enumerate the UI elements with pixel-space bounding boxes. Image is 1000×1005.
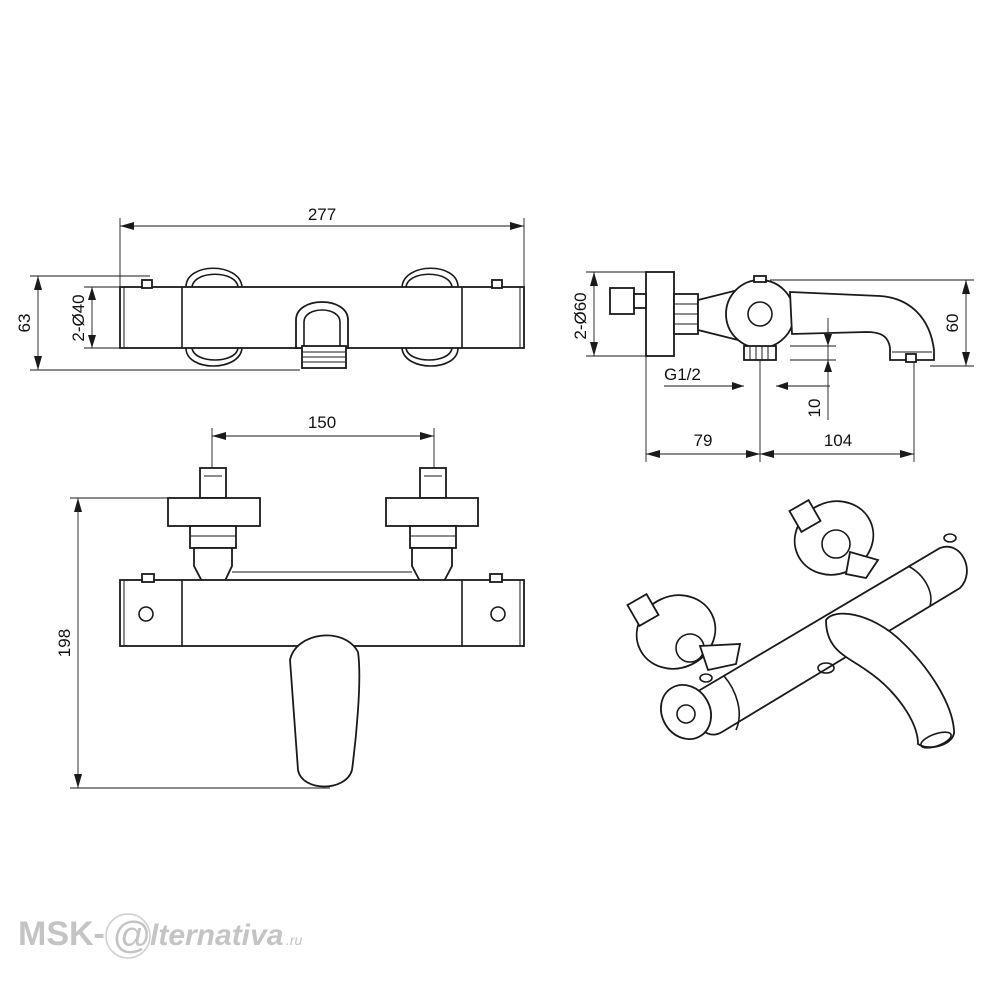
dim-g1-2: G1/2: [664, 365, 701, 384]
dim-104: 104: [824, 431, 852, 450]
dim-198: 198: [55, 629, 74, 657]
dim-150: 150: [308, 413, 336, 432]
watermark: MSK- @ lternativa .ru: [18, 913, 303, 959]
watermark-suffix: lternativa: [150, 919, 283, 952]
watermark-tld: .ru: [286, 932, 303, 948]
top-view: 277 63 2-Ø40: [15, 205, 525, 371]
side-view: 2-Ø60 60 G1/2: [571, 271, 974, 462]
watermark-ring-icon: [105, 913, 151, 959]
watermark-prefix: MSK-: [18, 915, 105, 953]
dim-63: 63: [15, 314, 34, 333]
dim-2-d60: 2-Ø60: [571, 292, 590, 339]
front-view: 150 198: [55, 413, 525, 789]
watermark-at: @: [112, 915, 151, 957]
dim-10: 10: [805, 399, 824, 418]
dim-2-d40: 2-Ø40: [69, 294, 88, 341]
dim-79: 79: [694, 431, 713, 450]
dim-60: 60: [943, 314, 962, 333]
isometric-view: [626, 498, 968, 749]
dim-277: 277: [308, 205, 336, 224]
